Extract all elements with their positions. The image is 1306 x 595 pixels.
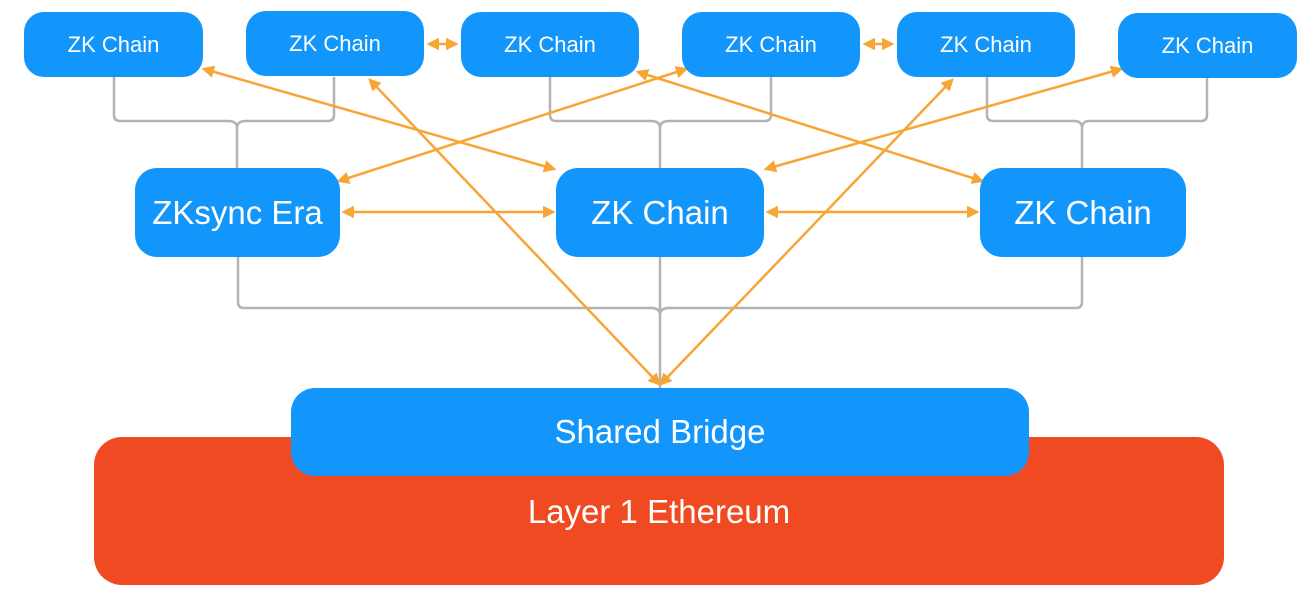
arrow-top5-bridge — [659, 78, 954, 386]
node-label: ZK Chain — [1161, 32, 1254, 58]
zk-chain-node-top-2: ZK Chain — [246, 11, 424, 76]
zk-chain-node-top-4: ZK Chain — [682, 12, 860, 77]
hierarchy-line-middle-to-bridge — [236, 257, 1084, 388]
node-label: ZK Chain — [591, 193, 729, 231]
zksync-era-node: ZKsync Era — [135, 168, 340, 257]
arrow-top6-midcenter — [763, 65, 1124, 173]
zk-chain-node-top-3: ZK Chain — [461, 12, 639, 77]
node-label: ZK Chain — [940, 31, 1032, 57]
arrow-top4-era — [336, 66, 689, 184]
zk-chain-node-top-5: ZK Chain — [897, 12, 1075, 77]
shared-bridge-block: Shared Bridge — [291, 388, 1029, 476]
zk-chain-node-mid-right: ZK Chain — [980, 168, 1186, 257]
node-label: ZK Chain — [504, 31, 596, 57]
layer1-ethereum-block: Layer 1 Ethereum — [94, 437, 1224, 585]
zk-chain-node-top-6: ZK Chain — [1118, 13, 1297, 78]
shared-bridge-label: Shared Bridge — [554, 413, 766, 450]
node-label: ZK Chain — [725, 31, 817, 57]
hierarchy-line-right-children — [985, 77, 1209, 168]
node-label: ZKsync Era — [152, 193, 323, 231]
node-label: ZK Chain — [67, 31, 160, 57]
layer1-label: Layer 1 Ethereum — [527, 493, 791, 530]
arrow-top2-bridge — [368, 78, 661, 386]
zk-chain-node-top-1: ZK Chain — [24, 12, 203, 77]
node-label: ZK Chain — [289, 30, 381, 56]
zk-chain-node-mid-center: ZK Chain — [556, 168, 764, 257]
arrow-top1-midcenter — [201, 65, 557, 173]
hierarchy-line-center-children — [548, 77, 773, 168]
hierarchy-line-era-children — [112, 77, 336, 168]
node-label: ZK Chain — [1014, 193, 1152, 231]
arrow-top3-midright — [635, 69, 985, 184]
